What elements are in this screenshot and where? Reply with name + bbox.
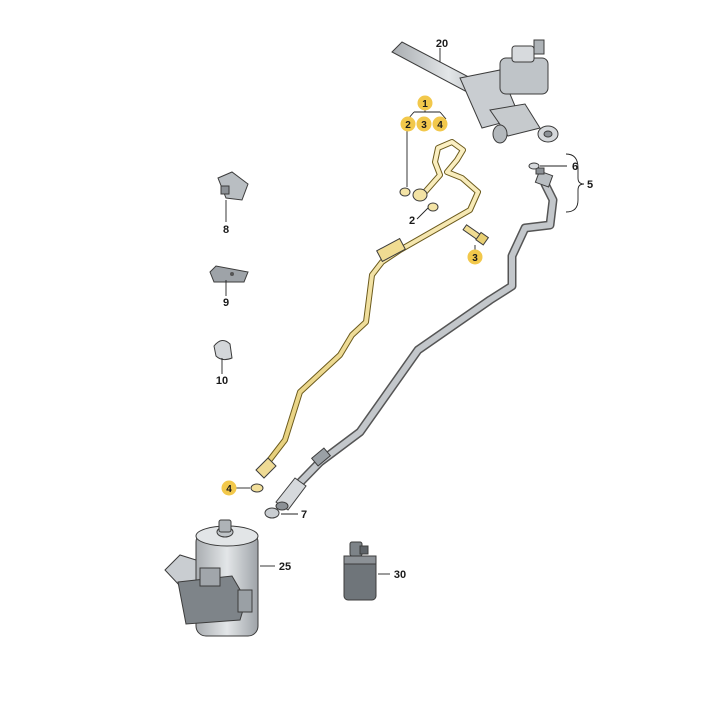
callout-2: 2	[409, 215, 415, 227]
callout-30: 30	[394, 569, 406, 581]
banjo-bolt-icon	[462, 224, 490, 246]
callout-20: 20	[436, 38, 448, 50]
hose-clamp-icon	[264, 507, 280, 519]
callout-3: 3	[472, 253, 478, 264]
reservoir	[164, 519, 259, 637]
seal-ring-icon	[528, 162, 540, 170]
callout-8: 8	[223, 224, 229, 236]
callout-2-group: 2	[405, 120, 411, 131]
callout-6: 6	[572, 161, 578, 173]
highlight-markers	[221, 95, 483, 496]
callout-1: 1	[422, 99, 428, 110]
steering-rack	[391, 39, 559, 144]
leader-lines	[221, 48, 585, 575]
holder-icon	[209, 265, 249, 283]
callout-10: 10	[216, 375, 228, 387]
seal-ring-icon	[399, 187, 411, 197]
callout-7: 7	[301, 509, 307, 521]
callout-4: 4	[226, 484, 232, 495]
seal-ring-icon	[250, 483, 264, 493]
callout-4-group: 4	[437, 120, 443, 131]
seal-ring-icon	[427, 202, 439, 212]
callout-5: 5	[587, 179, 593, 191]
callout-3-group: 3	[421, 120, 427, 131]
oil-bottle	[343, 541, 377, 601]
callout-25: 25	[279, 561, 291, 573]
clip-icon	[213, 340, 233, 361]
callout-9: 9	[223, 297, 229, 309]
bracket-icon	[217, 171, 249, 201]
return-hose	[275, 167, 558, 511]
pressure-hose	[255, 139, 481, 479]
